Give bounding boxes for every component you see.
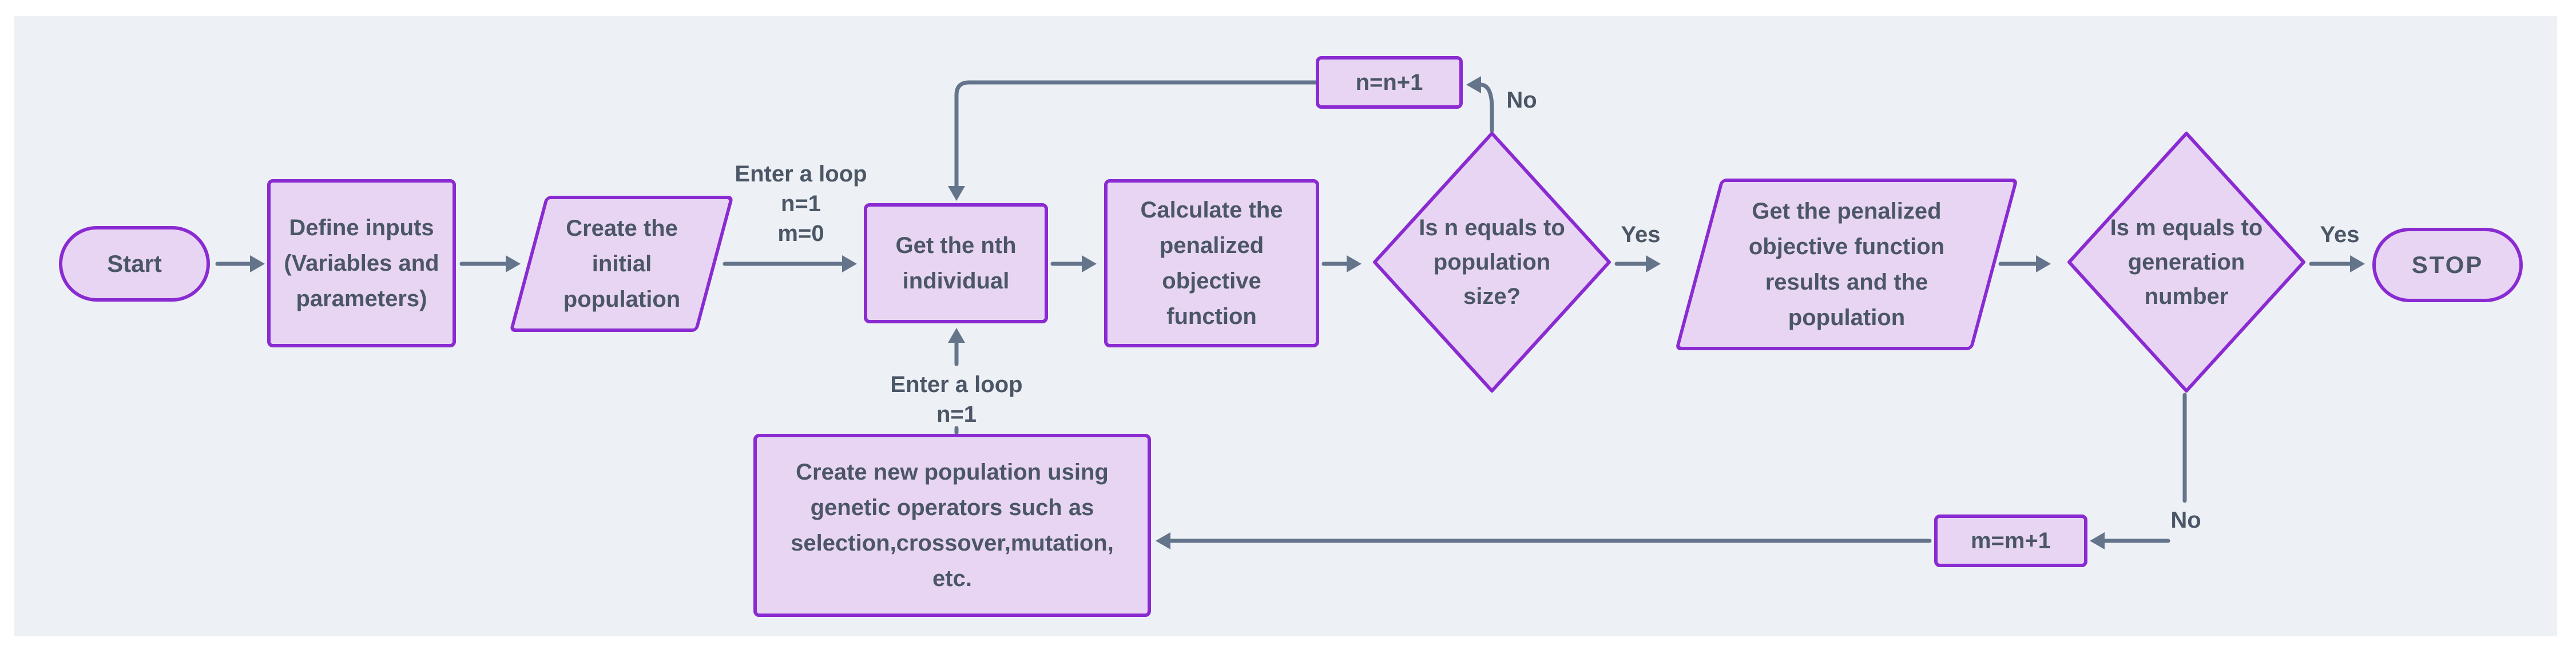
stop-label: STOP <box>2411 251 2484 279</box>
arrowhead-icon <box>1082 255 1097 272</box>
loop-restart-line1: Enter a loop <box>890 372 1023 397</box>
no-label-2: No <box>2170 508 2201 533</box>
arrowhead-icon <box>2350 255 2365 272</box>
n-increment-label: n=n+1 <box>1355 70 1423 95</box>
get-nth-individual-process: Get the nth individual <box>864 203 1048 323</box>
start-label: Start <box>107 250 162 278</box>
arrowhead-icon <box>250 255 265 272</box>
arrowhead-icon <box>1466 76 1481 93</box>
create-new-population-process: Create new population using genetic oper… <box>753 434 1151 617</box>
loop-init-line3: m=0 <box>777 221 824 246</box>
start-node: Start <box>59 226 210 302</box>
get-nth-individual-label: Get the nth individual <box>895 233 1017 294</box>
arrowhead-icon <box>1347 255 1362 272</box>
calculate-penalized-objective-label: Calculate the penalized objective functi… <box>1140 197 1283 329</box>
create-initial-population-io: Create the initial population <box>509 196 734 332</box>
m-increment-label: m=m+1 <box>1970 528 2051 553</box>
arrowhead-icon <box>842 255 857 272</box>
arrowhead-icon <box>948 328 965 343</box>
loop-init-line1: Enter a loop <box>735 161 867 187</box>
yes-label-1: Yes <box>1621 222 1661 247</box>
loop-init-line2: n=1 <box>780 191 821 216</box>
arrowhead-icon <box>2036 255 2051 272</box>
define-inputs-process: Define inputs (Variables and parameters) <box>267 179 456 347</box>
generation-number-decision-label: Is m equals to generation number <box>2110 215 2263 309</box>
arrowhead-icon <box>506 255 521 272</box>
edge-decision1-ninc <box>1479 82 1494 133</box>
create-new-population-label: Create new population using genetic oper… <box>791 460 1114 591</box>
define-inputs-label: Define inputs (Variables and parameters) <box>284 215 439 311</box>
arrowhead-icon <box>2090 532 2105 549</box>
loop-init-label: Enter a loop n=1 m=0 <box>715 159 887 248</box>
population-size-decision: Is n equals to population size? <box>1372 130 1612 394</box>
diamond-shape <box>1373 132 1611 393</box>
population-size-decision-label: Is n equals to population size? <box>1419 215 1565 309</box>
penalized-results-label: Get the penalized objective function res… <box>1748 199 1945 330</box>
no-label-1: No <box>1506 88 1537 113</box>
arrowhead-icon <box>948 186 965 201</box>
create-initial-population-label: Create the initial population <box>563 216 680 312</box>
loop-restart-label: Enter a loop n=1 <box>871 370 1042 429</box>
m-increment-process: m=m+1 <box>1934 514 2087 567</box>
penalized-results-io: Get the penalized objective function res… <box>1674 179 2019 350</box>
edge-ninc-getnth <box>954 80 1318 188</box>
stop-node: STOP <box>2372 228 2523 302</box>
diamond-shape <box>2067 132 2305 393</box>
yes-label-2: Yes <box>2320 222 2360 247</box>
arrowhead-icon <box>1646 255 1661 272</box>
calculate-penalized-objective-process: Calculate the penalized objective functi… <box>1104 179 1319 347</box>
arrowhead-icon <box>1156 532 1170 549</box>
generation-number-decision: Is m equals to generation number <box>2066 130 2307 394</box>
n-increment-process: n=n+1 <box>1316 56 1463 109</box>
loop-restart-line2: n=1 <box>936 402 977 427</box>
